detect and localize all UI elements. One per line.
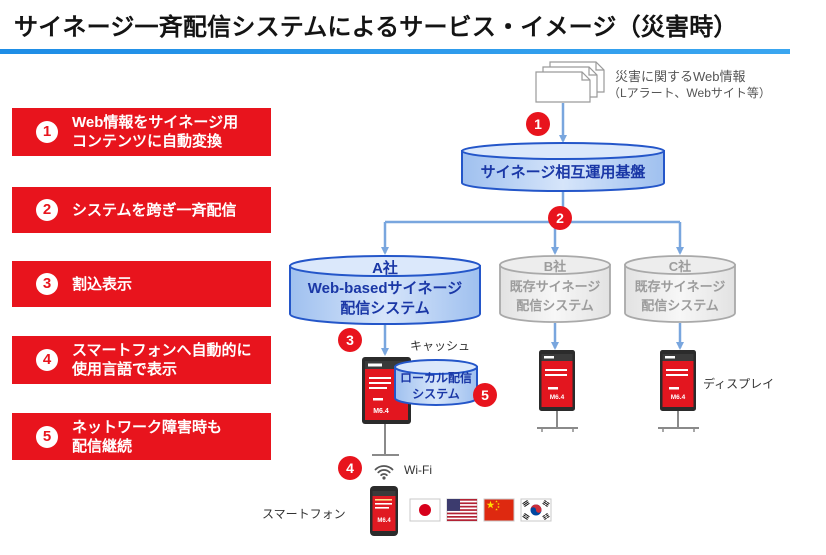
screen-text-line bbox=[375, 499, 392, 501]
screen-text-line bbox=[665, 356, 675, 359]
screen-text-line bbox=[368, 363, 382, 367]
china-flag-icon bbox=[483, 498, 515, 522]
system-a-cylinder: A社 Web-basedサイネージ 配信システム bbox=[289, 255, 481, 325]
title-underline bbox=[0, 49, 790, 54]
screen-text-line bbox=[375, 503, 392, 505]
screen-text-line bbox=[375, 507, 389, 509]
step-marker-2: 2 bbox=[548, 206, 572, 230]
step-marker-5: 5 bbox=[473, 383, 497, 407]
signage-display-c: M6.4 bbox=[658, 350, 699, 432]
display-label: ディスプレイ bbox=[703, 377, 775, 391]
system-b-company: B社 bbox=[544, 259, 566, 274]
system-a-company: A社 bbox=[372, 259, 398, 277]
cache-label: キャッシュ bbox=[410, 339, 471, 353]
feature-box-2: 2 システムを跨ぎ一斉配信 bbox=[12, 187, 271, 233]
screen-text-line bbox=[369, 387, 387, 389]
feature-number-badge: 3 bbox=[36, 273, 58, 295]
display-c-screen-value: M6.4 bbox=[671, 394, 686, 401]
usa-flag-icon bbox=[446, 498, 478, 522]
step-marker-number: 1 bbox=[534, 116, 542, 132]
screen-text-line bbox=[545, 369, 567, 371]
local-system-line-2: システム bbox=[412, 387, 460, 401]
system-c-cylinder: C社 既存サイネージ 配信システム bbox=[624, 255, 736, 323]
feature-line: スマートフォンへ自動的に bbox=[72, 342, 252, 359]
step-marker-number: 3 bbox=[346, 332, 354, 348]
feature-line: ネットワーク障害時も bbox=[72, 418, 223, 436]
system-b-line-2: 配信システム bbox=[516, 298, 594, 313]
feature-number-badge: 4 bbox=[36, 349, 58, 371]
hub-label: サイネージ相互運用基盤 bbox=[481, 163, 647, 181]
screen-text-line bbox=[373, 398, 383, 401]
system-b-line-1: 既存サイネージ bbox=[510, 279, 601, 294]
system-a-line-1: Web-basedサイネージ bbox=[308, 280, 462, 297]
system-c-line-1: 既存サイネージ bbox=[635, 279, 726, 294]
feature-box-3: 3 割込表示 bbox=[12, 261, 271, 307]
source-sublabel: （Lアラート、Webサイト等） bbox=[608, 86, 771, 100]
system-c-company: C社 bbox=[669, 259, 691, 274]
screen-text-line bbox=[369, 377, 391, 379]
korea-flag-icon bbox=[520, 498, 552, 522]
smartphone-screen-value: M6.4 bbox=[377, 518, 391, 524]
feature-line: システムを跨ぎ一斉配信 bbox=[72, 201, 237, 219]
feature-number-badge: 5 bbox=[36, 425, 58, 448]
feature-line: 割込表示 bbox=[72, 275, 133, 293]
step-marker-1: 1 bbox=[526, 112, 550, 136]
system-b-cylinder: B社 既存サイネージ 配信システム bbox=[499, 255, 611, 323]
step-marker-number: 2 bbox=[556, 210, 564, 226]
step-marker-number: 4 bbox=[346, 460, 354, 476]
feature-line: コンテンツに自動変換 bbox=[72, 133, 223, 150]
wifi-label: Wi-Fi bbox=[404, 463, 432, 477]
feature-line: 使用言語で表示 bbox=[72, 361, 178, 378]
source-label: 災害に関するWeb情報 bbox=[615, 69, 746, 84]
feature-text: スマートフォンへ自動的に 使用言語で表示 bbox=[72, 341, 265, 379]
feature-box-4: 4 スマートフォンへ自動的に 使用言語で表示 bbox=[12, 336, 271, 384]
japan-flag-icon bbox=[409, 498, 441, 522]
display-b-screen-value: M6.4 bbox=[550, 394, 565, 401]
feature-number-badge: 2 bbox=[36, 199, 58, 221]
screen-text-line bbox=[548, 387, 558, 390]
document-stack-icon bbox=[535, 61, 605, 103]
feature-text: システムを跨ぎ一斉配信 bbox=[72, 201, 265, 220]
smartphone-label: スマートフォン bbox=[262, 507, 346, 521]
feature-text: Web情報をサイネージ用 コンテンツに自動変換 bbox=[72, 113, 265, 151]
screen-text-line bbox=[666, 369, 688, 371]
signage-display-b: M6.4 bbox=[537, 350, 578, 432]
hub-cylinder: サイネージ相互運用基盤 bbox=[461, 142, 665, 192]
step-marker-3: 3 bbox=[338, 328, 362, 352]
screen-text-line bbox=[669, 387, 679, 390]
wifi-icon bbox=[374, 465, 394, 480]
feature-text: 割込表示 bbox=[72, 275, 265, 294]
connectors bbox=[381, 103, 684, 356]
page-title: サイネージ一斉配信システムによるサービス・イメージ（災害時） bbox=[14, 14, 738, 41]
system-a-line-2: 配信システム bbox=[340, 299, 430, 317]
feature-line: Web情報をサイネージ用 bbox=[72, 114, 239, 131]
feature-line: 配信継続 bbox=[72, 437, 133, 455]
feature-box-5: 5 ネットワーク障害時も 配信継続 bbox=[12, 413, 271, 460]
screen-text-line bbox=[369, 382, 391, 384]
screen-text-line bbox=[666, 374, 688, 376]
screen-text-line bbox=[544, 356, 554, 359]
feature-box-1: 1 Web情報をサイネージ用 コンテンツに自動変換 bbox=[12, 108, 271, 156]
feature-number-badge: 1 bbox=[36, 121, 58, 143]
step-marker-number: 5 bbox=[481, 387, 489, 403]
screen-text-line bbox=[545, 374, 567, 376]
local-system-cylinder: ローカル配信 システム bbox=[394, 359, 478, 406]
feature-text: ネットワーク障害時も 配信継続 bbox=[72, 418, 265, 456]
display-a-screen-value: M6.4 bbox=[373, 408, 389, 415]
step-marker-4: 4 bbox=[338, 456, 362, 480]
smartphone-icon: M6.4 bbox=[370, 486, 398, 536]
system-c-line-2: 配信システム bbox=[641, 298, 719, 313]
local-system-line-1: ローカル配信 bbox=[400, 370, 472, 385]
